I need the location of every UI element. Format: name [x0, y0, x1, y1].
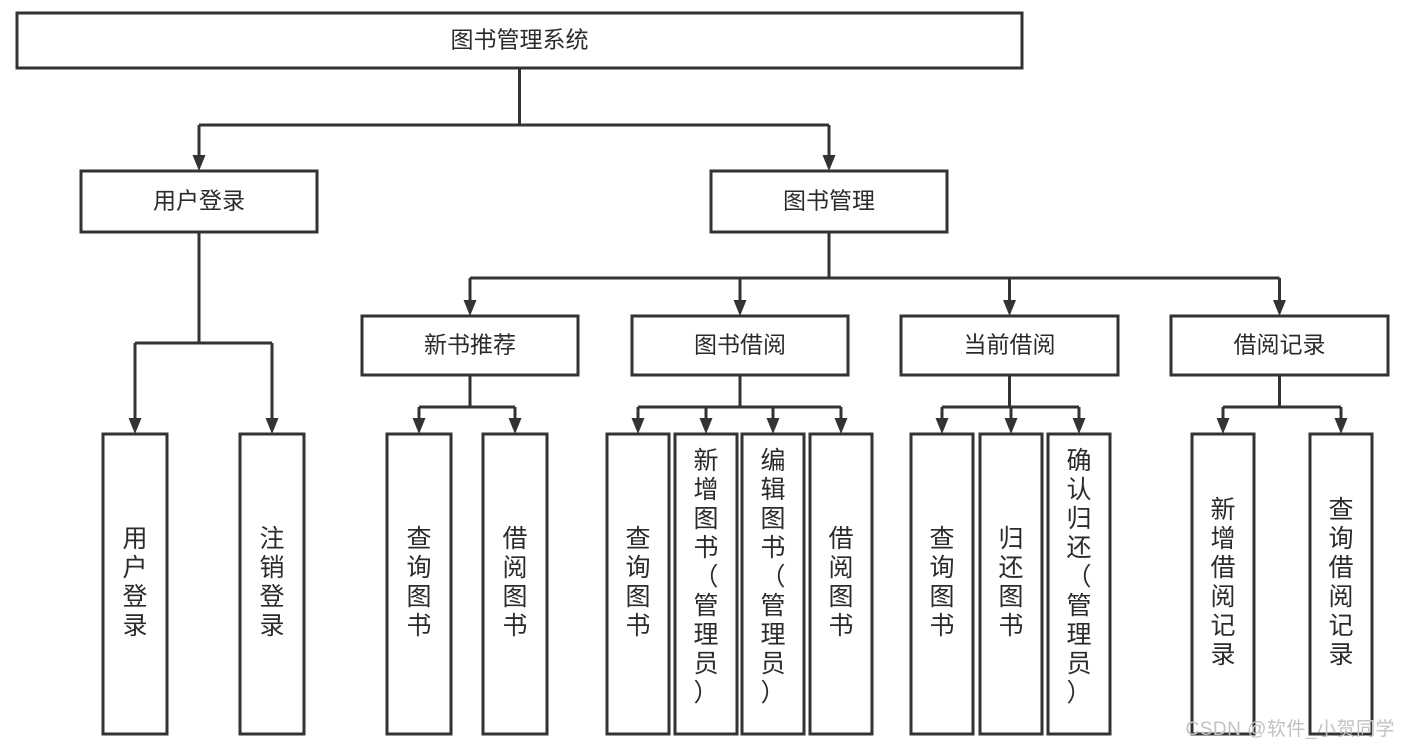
node-box: [238, 432, 306, 736]
connector-group: [463, 232, 1286, 316]
node-box: [909, 432, 975, 736]
node-label: 借阅记录: [1234, 332, 1326, 358]
node-label: 编辑图书（管理员）: [760, 447, 785, 707]
node-box: [101, 432, 169, 736]
node-box: [673, 432, 739, 736]
node-label: 用户登录: [122, 525, 147, 640]
node-box: [740, 432, 806, 736]
node-current-borrow[interactable]: 当前借阅: [899, 314, 1120, 377]
node-box: [79, 169, 319, 234]
connector-group: [935, 375, 1086, 434]
arrow-head-icon: [631, 418, 645, 434]
node-leaf-edit-book[interactable]: 编辑图书（管理员）: [740, 432, 806, 736]
node-label: 查询图书: [929, 525, 954, 640]
node-root[interactable]: 图书管理系统: [15, 11, 1024, 70]
connector-group: [631, 375, 848, 434]
node-leaf-query-book-cur[interactable]: 查询图书: [909, 432, 975, 736]
connector-group: [1216, 375, 1348, 434]
node-box: [481, 432, 549, 736]
node-label: 新增图书（管理员）: [693, 447, 718, 707]
node-borrow-record[interactable]: 借阅记录: [1169, 314, 1390, 377]
arrow-head-icon: [192, 155, 206, 171]
arrow-head-icon: [412, 418, 426, 434]
node-leaf-query-book-rec[interactable]: 查询图书: [385, 432, 453, 736]
watermark-text: CSDN @软件_小贺同学: [1185, 719, 1395, 740]
node-layer: 图书管理系统用户登录图书管理新书推荐图书借阅当前借阅借阅记录用户登录注销登录查询…: [15, 11, 1390, 736]
node-box: [1169, 314, 1390, 377]
node-label: 查询图书: [406, 525, 431, 640]
node-box: [15, 11, 1024, 70]
node-label: 确认归还（管理员）: [1066, 447, 1091, 707]
arrow-head-icon: [935, 418, 949, 434]
arrow-head-icon: [265, 418, 279, 434]
arrow-head-icon: [766, 418, 780, 434]
node-book-manage[interactable]: 图书管理: [709, 169, 949, 234]
node-label: 新书推荐: [424, 332, 516, 358]
node-box: [978, 432, 1044, 736]
node-label: 图书管理系统: [451, 27, 589, 53]
node-box: [1308, 432, 1374, 736]
node-leaf-borrow-book-rec[interactable]: 借阅图书: [481, 432, 549, 736]
node-book-borrow[interactable]: 图书借阅: [630, 314, 850, 377]
node-label: 图书借阅: [694, 332, 786, 358]
node-leaf-query-book[interactable]: 查询图书: [605, 432, 671, 736]
node-box: [360, 314, 580, 377]
node-label: 借阅图书: [828, 525, 853, 640]
node-label: 图书管理: [783, 188, 875, 214]
arrow-head-icon: [822, 155, 836, 171]
node-leaf-user-login[interactable]: 用户登录: [101, 432, 169, 736]
node-leaf-query-record[interactable]: 查询借阅记录: [1308, 432, 1374, 736]
node-label: 用户登录: [153, 188, 245, 214]
node-leaf-confirm-return[interactable]: 确认归还（管理员）: [1046, 432, 1112, 736]
node-label: 注销登录: [259, 525, 284, 640]
arrow-head-icon: [699, 418, 713, 434]
node-label: 新增借阅记录: [1210, 496, 1235, 669]
arrow-head-icon: [834, 418, 848, 434]
arrow-head-icon: [1273, 300, 1286, 316]
arrow-head-icon: [463, 300, 477, 316]
arrow-head-icon: [1072, 418, 1086, 434]
node-box: [385, 432, 453, 736]
arrow-head-icon: [1216, 418, 1230, 434]
connector-layer: [128, 68, 1348, 434]
node-label: 查询借阅记录: [1328, 496, 1353, 669]
connector-group: [412, 375, 522, 434]
connector-group: [128, 232, 279, 434]
node-leaf-return-book[interactable]: 归还图书: [978, 432, 1044, 736]
node-box: [709, 169, 949, 234]
node-label: 归还图书: [998, 525, 1023, 640]
arrow-head-icon: [128, 418, 142, 434]
node-box: [1190, 432, 1256, 736]
arrow-head-icon: [1334, 418, 1348, 434]
node-user-login[interactable]: 用户登录: [79, 169, 319, 234]
node-leaf-logout[interactable]: 注销登录: [238, 432, 306, 736]
node-box: [808, 432, 874, 736]
node-label: 当前借阅: [964, 332, 1056, 358]
node-box: [899, 314, 1120, 377]
arrow-head-icon: [508, 418, 522, 434]
node-label: 查询图书: [625, 525, 650, 640]
arrow-head-icon: [1003, 300, 1016, 316]
node-leaf-borrow-book[interactable]: 借阅图书: [808, 432, 874, 736]
node-leaf-add-book[interactable]: 新增图书（管理员）: [673, 432, 739, 736]
node-leaf-add-record[interactable]: 新增借阅记录: [1190, 432, 1256, 736]
arrow-head-icon: [733, 300, 747, 316]
arrow-head-icon: [1004, 418, 1018, 434]
node-box: [1046, 432, 1112, 736]
node-box: [605, 432, 671, 736]
node-label: 借阅图书: [502, 525, 527, 640]
node-box: [630, 314, 850, 377]
connector-group: [192, 68, 836, 171]
node-new-book-rec[interactable]: 新书推荐: [360, 314, 580, 377]
